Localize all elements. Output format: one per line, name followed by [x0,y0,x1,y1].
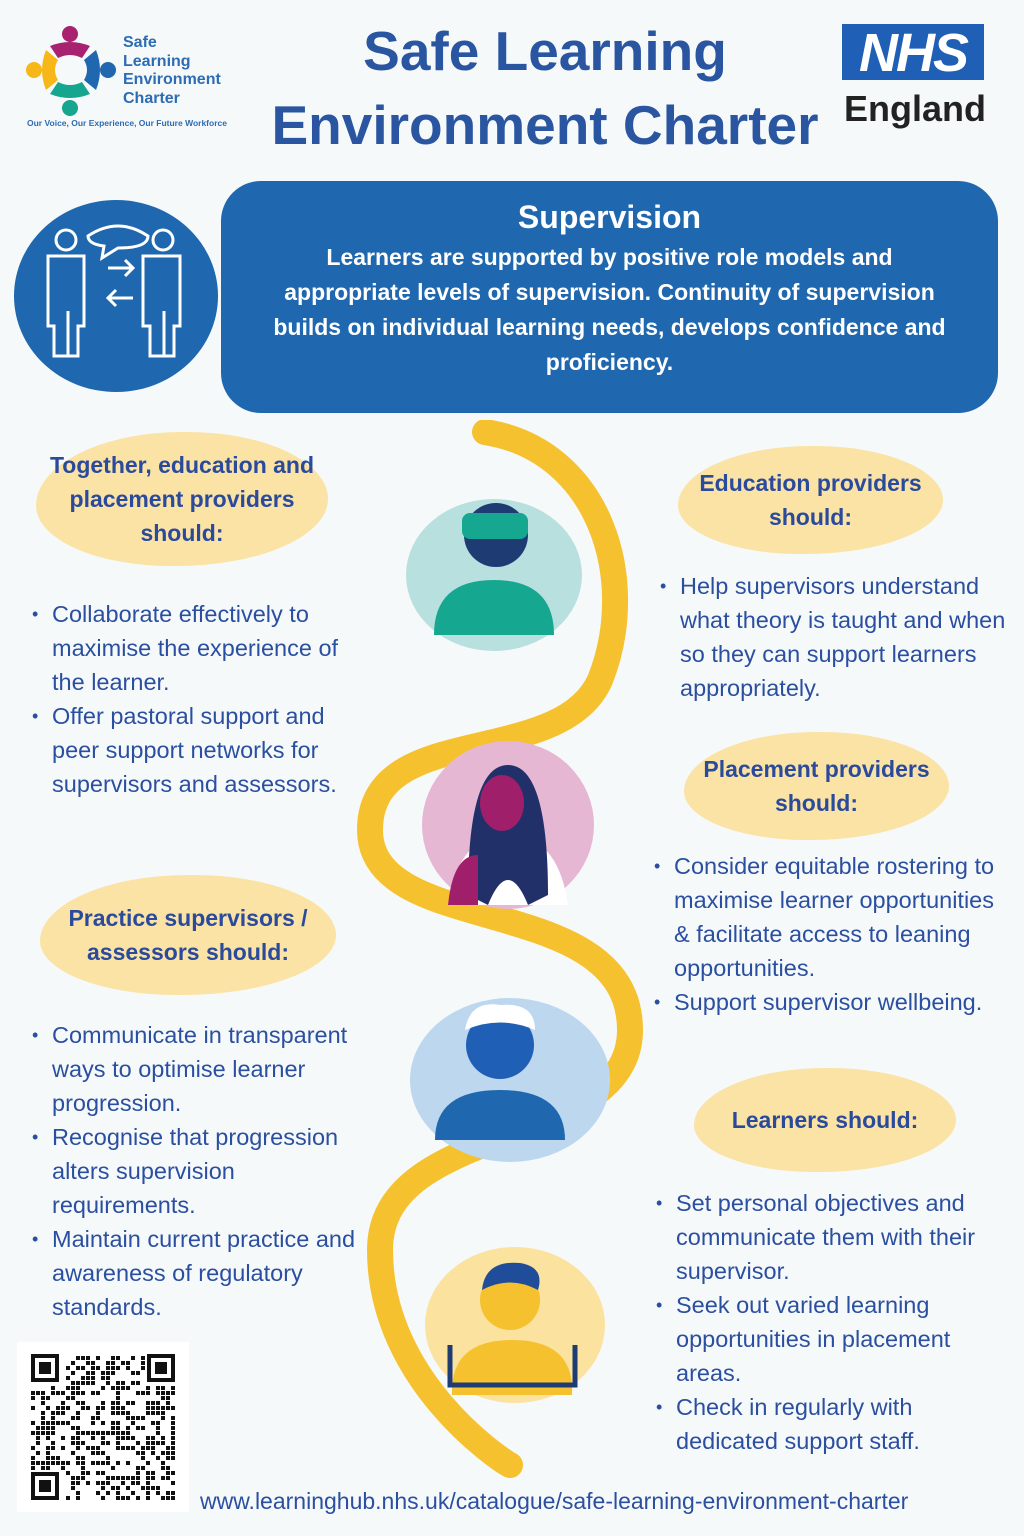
placement-heading: Placement providers should: [684,732,949,840]
list-item: Recognise that progression alters superv… [30,1120,380,1222]
list-item: Seek out varied learning opportunities i… [654,1288,1004,1390]
qr-code-icon[interactable] [17,1342,189,1512]
banner-text: Learners are supported by positive role … [273,244,946,375]
yellow-wave-path [356,420,644,1478]
person-elderly-illustration [410,998,610,1162]
practice-heading: Practice supervisors / assessors should: [40,875,336,995]
page-title: Safe Learning Environment Charter [260,14,830,162]
list-item: Consider equitable rostering to maximise… [652,849,1012,985]
logo-text: Safe Learning Environment Charter [123,34,221,108]
charter-logo-icon [26,26,116,116]
title-line: Environment Charter [271,94,819,156]
logo-line: Environment [123,71,221,88]
education-list: Help supervisors understand what theory … [658,569,1008,705]
title-line: Safe Learning [363,20,727,82]
logo-tagline: Our Voice, Our Experience, Our Future Wo… [27,118,227,128]
education-heading: Education providers should: [678,446,943,554]
practice-list: Communicate in transparent ways to optim… [30,1018,380,1324]
nhs-region: England [844,88,986,129]
person-hijab-illustration [422,741,594,909]
together-heading: Together, education and placement provid… [36,432,328,566]
together-list: Collaborate effectively to maximise the … [30,597,370,801]
supervision-people-icon [14,200,218,392]
list-item: Maintain current practice and awareness … [30,1222,380,1324]
list-item: Set personal objectives and communicate … [654,1186,1004,1288]
placement-list: Consider equitable rostering to maximise… [652,849,1012,1019]
list-item: Offer pastoral support and peer support … [30,699,370,801]
list-item: Communicate in transparent ways to optim… [30,1018,380,1120]
logo-line: Learning [123,52,191,70]
learners-list: Set personal objectives and communicate … [654,1186,1004,1458]
nhs-logo: NHS [842,24,984,82]
list-item: Collaborate effectively to maximise the … [30,597,370,699]
supervision-banner: Supervision Learners are supported by po… [221,181,998,413]
learners-heading: Learners should: [694,1068,956,1172]
person-turban-illustration [406,499,582,651]
logo-line: Charter [123,89,180,107]
logo-line: Safe [123,34,157,51]
charter-url-link[interactable]: www.learninghub.nhs.uk/catalogue/safe-le… [200,1488,909,1514]
list-item: Check in regularly with dedicated suppor… [654,1390,1004,1458]
banner-heading: Supervision [517,199,702,235]
list-item: Support supervisor wellbeing. [652,985,1012,1019]
list-item: Help supervisors understand what theory … [658,569,1008,705]
person-learner-illustration [425,1247,605,1403]
